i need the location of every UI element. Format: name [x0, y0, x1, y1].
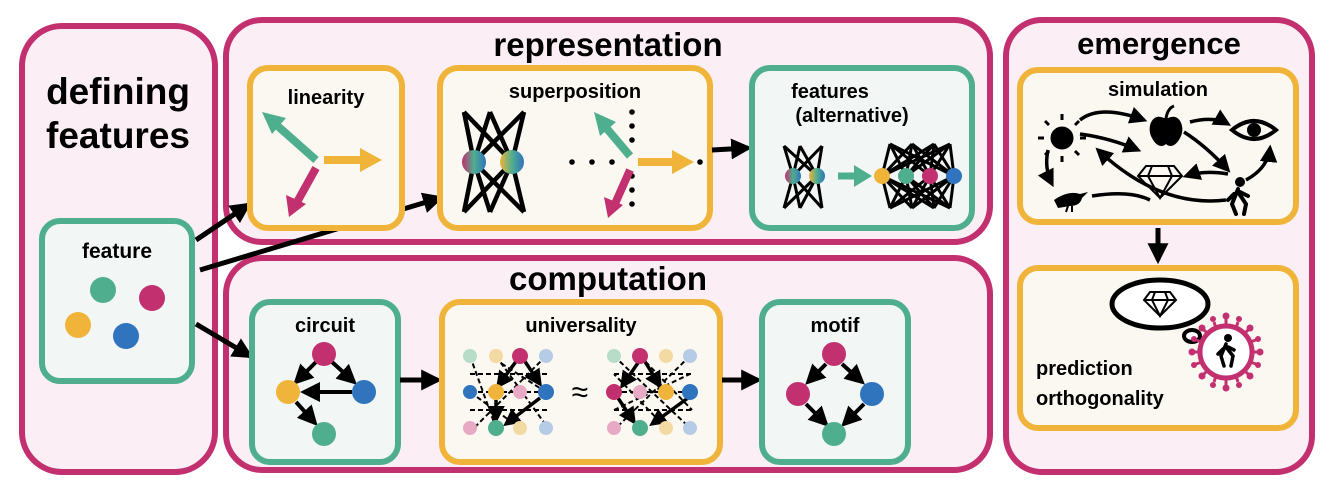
feature-dot-teal — [90, 277, 116, 303]
feature-dot-magenta — [139, 285, 165, 311]
walking-person-icon — [1226, 177, 1250, 216]
feature-dot-blue — [113, 323, 139, 349]
linearity-box — [247, 65, 405, 231]
features-alt-teal-arrow — [838, 165, 872, 187]
eye-icon — [1228, 119, 1280, 141]
circuit-label: circuit — [295, 315, 355, 337]
simulation-label: simulation — [1108, 79, 1208, 101]
motif-label: motif — [811, 315, 860, 337]
computation-title: computation — [509, 260, 707, 297]
circuit-node-orange — [276, 380, 300, 404]
superposition-label: superposition — [509, 81, 641, 103]
features-alt-node-magenta — [922, 168, 938, 184]
approx-symbol: ≈ — [572, 376, 588, 409]
motif-node-teal — [822, 422, 846, 446]
universality-network-right — [606, 348, 698, 436]
thought-bubble-icon — [1109, 277, 1211, 356]
superposition-vectors — [594, 112, 694, 218]
feature-label: feature — [82, 240, 152, 263]
arrow-superposition-to-features-alt — [711, 138, 753, 160]
simulation-arrows — [1037, 106, 1278, 203]
superposition-dots — [569, 109, 703, 207]
circuit-node-teal — [312, 422, 336, 446]
circuit-node-blue — [352, 380, 376, 404]
circuit-node-magenta — [312, 342, 336, 366]
arrow-feature-to-linearity — [194, 202, 252, 243]
orthogonality-label: orthogonality — [1036, 388, 1165, 410]
motif-edges — [804, 362, 866, 427]
linearity-vectors — [262, 112, 382, 217]
features-alt-mixed-node-2 — [809, 168, 825, 184]
features-alt-label-line2: (alternative) — [795, 105, 908, 127]
motif-node-blue — [860, 382, 884, 406]
features-alt-mixed-node-1 — [785, 168, 801, 184]
defining-title-line1: defining — [46, 71, 190, 112]
universality-label: universality — [525, 315, 637, 337]
features-alt-node-blue — [946, 168, 962, 184]
circuit-box — [249, 299, 401, 465]
superposition-box — [437, 65, 713, 231]
emergence-title: emergence — [1077, 26, 1241, 61]
arrow-feature-to-circuit — [194, 321, 254, 359]
apple-icon — [1149, 104, 1183, 146]
motif-node-magenta-left — [786, 382, 810, 406]
simulation-box — [1017, 67, 1299, 225]
superposition-mixed-node-2 — [500, 150, 524, 174]
superposition-mixed-node-1 — [462, 150, 486, 174]
features-alt-node-teal — [898, 168, 914, 184]
prediction-label: prediction — [1036, 358, 1133, 380]
features-alt-label-line1: features — [791, 81, 869, 103]
feature-box — [39, 218, 195, 384]
feature-dot-orange — [65, 312, 91, 338]
universality-network-left — [463, 348, 554, 436]
bird-icon — [1054, 192, 1088, 213]
virus-icon — [1188, 312, 1264, 392]
motif-node-magenta-top — [822, 342, 846, 366]
circuit-edges — [293, 360, 357, 426]
representation-title: representation — [493, 26, 722, 63]
virus-person-icon — [1216, 334, 1236, 368]
diamond-icon — [1136, 165, 1184, 201]
features-alt-node-orange — [874, 168, 890, 184]
linearity-label: linearity — [288, 87, 366, 109]
motif-box — [759, 299, 911, 465]
defining-title-line2: features — [46, 115, 190, 156]
